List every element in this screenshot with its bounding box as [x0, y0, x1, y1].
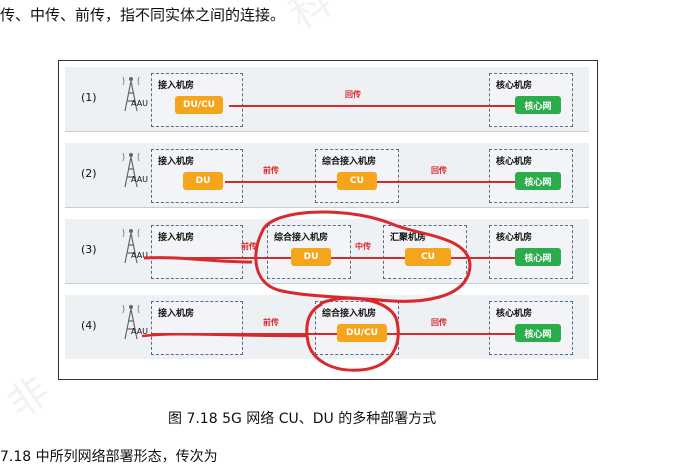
row-label: (2)	[81, 167, 97, 180]
room-label: 综合接入机房	[322, 157, 377, 167]
room-label: 汇聚机房	[390, 233, 427, 243]
du-box: DU	[183, 172, 223, 190]
room-label: 核心机房	[496, 157, 533, 167]
room-label: 接入机房	[158, 233, 195, 243]
top-text: 传、中传、前传，指不同实体之间的连接。	[0, 6, 286, 24]
deployment-figure: (1) AAU 接入机房 核心机房 回传 DU/CU 核心网 (2) AAU 接…	[58, 60, 598, 380]
aau-label: AAU	[131, 175, 149, 184]
link-label: 回传	[431, 166, 447, 175]
antenna-tower-icon	[122, 152, 140, 188]
room-label: 接入机房	[158, 157, 195, 167]
core-network-box: 核心网	[515, 324, 561, 342]
aau-label: AAU	[131, 99, 149, 108]
room-label: 核心机房	[496, 81, 533, 91]
bottom-text: 7.18 中所列网络部署形态，传次为	[0, 449, 218, 465]
backhaul-link	[229, 105, 525, 107]
access-room: 接入机房	[151, 225, 243, 279]
room-label: 核心机房	[496, 233, 533, 243]
link-label: 前传	[263, 318, 279, 327]
access-room: 接入机房	[151, 301, 243, 355]
room-label: 核心机房	[496, 309, 533, 319]
core-network-box: 核心网	[515, 248, 561, 266]
transport-link	[151, 333, 521, 335]
link-label: 前传	[241, 242, 257, 251]
du-box: DU	[291, 248, 331, 266]
du-cu-box: DU/CU	[175, 96, 223, 114]
svg-text:非: 非	[0, 368, 59, 429]
room-label: 综合接入机房	[322, 309, 377, 319]
antenna-tower-icon	[122, 228, 140, 264]
access-room: 接入机房	[151, 73, 243, 127]
aau-label: AAU	[131, 251, 149, 260]
cu-box: CU	[405, 248, 451, 266]
row-label: (4)	[81, 319, 97, 332]
link-label: 中传	[355, 242, 371, 251]
du-cu-box: DU/CU	[337, 324, 387, 342]
row-label: (1)	[81, 91, 97, 104]
antenna-tower-icon	[122, 304, 140, 340]
cu-box: CU	[337, 172, 377, 190]
figure-caption: 图 7.18 5G 网络 CU、DU 的多种部署方式	[168, 411, 437, 427]
deployment-row-4: (4) AAU 接入机房 综合接入机房 核心机房 前传 回传 DU/CU 核心网	[65, 295, 589, 359]
room-label: 接入机房	[158, 309, 195, 319]
deployment-row-3: (3) AAU 接入机房 综合接入机房 汇聚机房 核心机房 前传 中传 DU C…	[65, 219, 589, 284]
svg-text:科: 科	[282, 0, 340, 39]
room-label: 综合接入机房	[274, 233, 329, 243]
row-label: (3)	[81, 243, 97, 256]
antenna-tower-icon	[122, 76, 140, 112]
transport-link	[151, 257, 521, 259]
core-network-box: 核心网	[515, 96, 561, 114]
link-label: 回传	[345, 90, 361, 99]
link-label: 前传	[263, 166, 279, 175]
core-network-box: 核心网	[515, 172, 561, 190]
room-label: 接入机房	[158, 81, 195, 91]
aau-label: AAU	[131, 327, 149, 336]
link-label: 回传	[431, 318, 447, 327]
deployment-row-2: (2) AAU 接入机房 综合接入机房 核心机房 前传 回传 DU CU 核心网	[65, 143, 589, 208]
deployment-row-1: (1) AAU 接入机房 核心机房 回传 DU/CU 核心网	[65, 67, 589, 132]
